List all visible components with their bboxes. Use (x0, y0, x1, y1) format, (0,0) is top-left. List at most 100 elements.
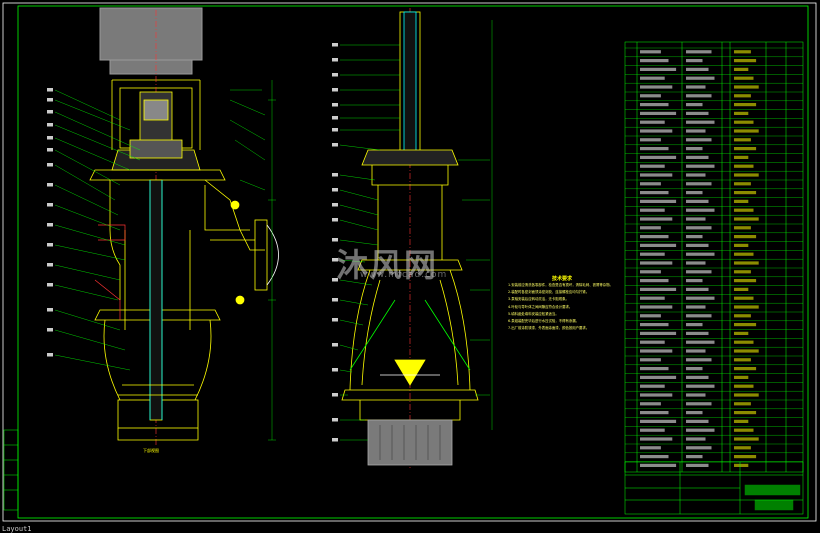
balloon-marker (332, 418, 338, 422)
bom-cell-mark (734, 402, 751, 406)
left-margin-table (3, 429, 19, 511)
bom-cell-mark (734, 59, 757, 63)
balloon-marker (47, 223, 53, 227)
balloon-marker (47, 163, 53, 167)
bom-cell-mark (686, 340, 715, 344)
bom-cell-mark (686, 305, 706, 309)
bom-cell-mark (686, 349, 706, 353)
bom-cell-mark (734, 103, 757, 107)
notes-line: 2.装配时各密封面须涂密封胶，连接螺栓应均匀拧紧。 (508, 290, 590, 295)
bom-cell-mark (640, 463, 677, 467)
bom-cell-mark (686, 252, 715, 256)
bom-cell-mark (640, 59, 669, 63)
bom-cell-mark (686, 59, 703, 63)
balloon-marker (47, 183, 53, 187)
balloon-marker (332, 58, 338, 62)
left-pump-view: 下部视图 (54, 7, 279, 453)
balloon-marker (47, 98, 53, 102)
notes-line: 1.安装前应清洗各零部件，检查是否有损坏，清除毛刺、铁屑等杂物。 (508, 283, 613, 287)
bom-cell-mark (640, 226, 661, 230)
bom-cell-mark (734, 446, 751, 450)
status-bar: Layout1 (0, 523, 820, 533)
bom-cell-mark (734, 50, 751, 54)
bom-cell-mark (734, 252, 754, 256)
balloon-marker (47, 353, 53, 357)
bom-table (624, 41, 804, 473)
bom-cell-mark (734, 358, 751, 362)
balloon-numbers (47, 43, 338, 442)
bom-cell-mark (686, 217, 706, 221)
balloon-marker (332, 143, 338, 147)
balloon-marker (332, 73, 338, 77)
bom-cell-mark (640, 455, 669, 459)
bom-cell-mark (734, 199, 749, 203)
bom-cell-mark (640, 419, 677, 423)
bom-cell-mark (734, 164, 754, 168)
bom-cell-mark (640, 243, 677, 247)
bom-cell-mark (640, 305, 673, 309)
bom-cell-mark (686, 261, 706, 265)
bom-cell-mark (686, 173, 706, 177)
watermark-logo: 沐风网 (336, 246, 439, 284)
bom-cell-mark (640, 173, 673, 177)
bom-cell-mark (686, 411, 703, 415)
balloon-marker (47, 328, 53, 332)
bom-cell-mark (640, 208, 665, 212)
bom-cell-mark (734, 235, 757, 239)
bom-cell-mark (686, 235, 703, 239)
bom-cell-mark (640, 182, 661, 186)
bom-cell-mark (734, 437, 759, 441)
bom-cell-mark (734, 287, 749, 291)
bom-rows (625, 47, 803, 467)
balloon-marker (47, 203, 53, 207)
bom-cell-mark (734, 375, 749, 379)
balloon-marker (332, 103, 338, 107)
bom-cell-mark (640, 155, 677, 159)
bom-cell-mark (640, 103, 669, 107)
bom-cell-mark (734, 208, 754, 212)
technical-notes: 技术要求 1.安装前应清洗各零部件，检查是否有损坏，清除毛刺、铁屑等杂物。 2.… (508, 276, 628, 332)
bom-cell-mark (734, 411, 757, 415)
bom-cell-mark (686, 314, 712, 318)
bom-cell-mark (640, 367, 669, 371)
bom-cell-mark (734, 243, 749, 247)
notes-line: 3.泵轴安装后应转动灵活，无卡阻现象。 (508, 297, 569, 302)
bom-cell-mark (686, 455, 703, 459)
bom-cell-mark (686, 67, 709, 71)
bom-cell-mark (640, 67, 677, 71)
notes-line: 4.叶轮与导叶体之间间隙应符合设计要求。 (508, 304, 573, 309)
bom-cell-mark (734, 182, 751, 186)
bom-cell-mark (686, 226, 712, 230)
section-label: 下部视图 (143, 447, 159, 453)
balloon-marker (47, 243, 53, 247)
bom-cell-mark (686, 147, 703, 151)
bom-cell-mark (734, 120, 754, 124)
bom-cell-mark (734, 226, 751, 230)
bom-cell-mark (686, 437, 706, 441)
bom-cell-mark (734, 173, 759, 177)
bom-cell-mark (640, 235, 669, 239)
bom-cell-mark (686, 76, 715, 80)
balloon-marker (332, 438, 338, 442)
bom-cell-mark (686, 50, 712, 54)
bom-cell-mark (640, 217, 673, 221)
bom-cell-mark (686, 208, 715, 212)
balloon-marker (332, 173, 338, 177)
notes-line: 6.泵组装配完毕后进行水压试验，不得有渗漏。 (508, 319, 580, 324)
layout-tab[interactable]: Layout1 (2, 525, 32, 533)
bom-cell-mark (640, 349, 673, 353)
bom-cell-mark (734, 419, 749, 423)
bom-cell-mark (640, 191, 669, 195)
bom-cell-mark (734, 279, 757, 283)
bom-cell-mark (640, 287, 677, 291)
bom-cell-mark (734, 155, 749, 159)
bom-cell-mark (686, 375, 709, 379)
balloon-marker (47, 308, 53, 312)
balloon-marker (47, 148, 53, 152)
bom-cell-mark (686, 384, 715, 388)
bom-cell-mark (686, 393, 706, 397)
watermark-url: www.mfcad.com (360, 270, 448, 280)
bom-cell-mark (686, 164, 715, 168)
bom-cell-mark (640, 402, 661, 406)
balloon-marker (332, 393, 338, 397)
